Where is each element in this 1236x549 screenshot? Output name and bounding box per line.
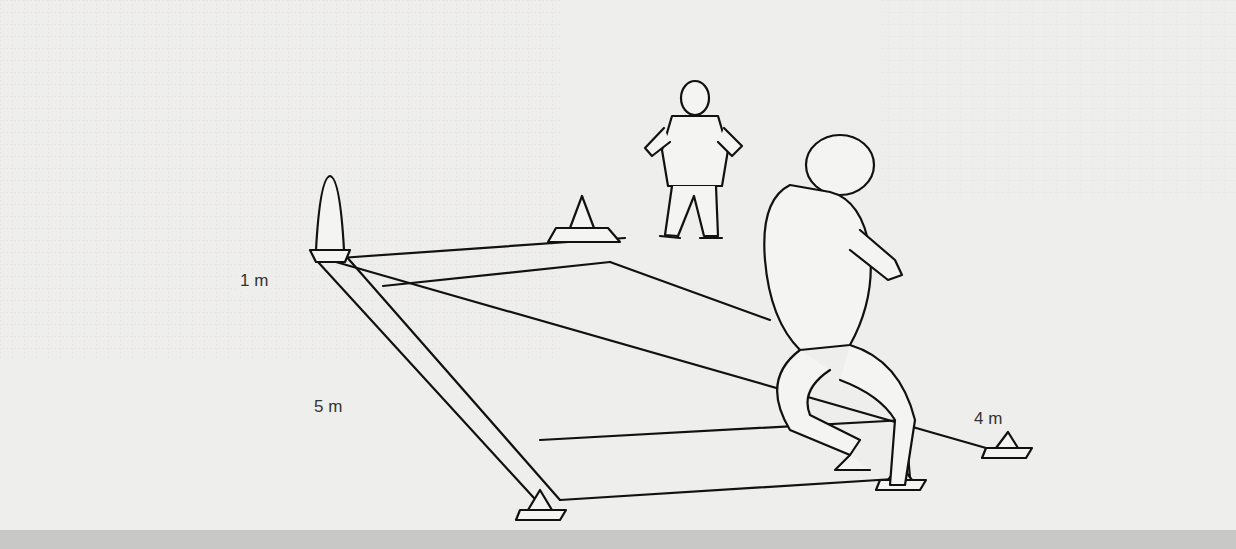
course-lines	[318, 238, 1000, 510]
dimension-label: 1 m	[238, 272, 270, 291]
paper-grid	[880, 0, 1236, 200]
official-figure	[645, 81, 742, 238]
bottom-band	[0, 530, 1236, 549]
athlete-figure	[764, 135, 915, 485]
dimension-label: 5 m	[312, 398, 344, 417]
paper-grid	[0, 0, 560, 360]
cones	[310, 176, 1032, 520]
dimension-label: 4 m	[972, 410, 1004, 429]
